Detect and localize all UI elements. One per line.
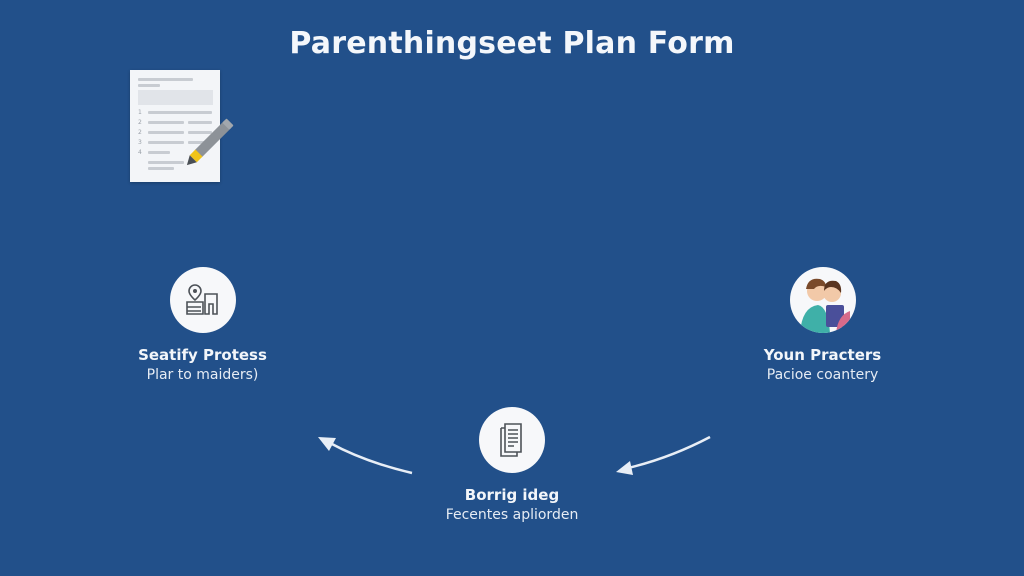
node-left-title: Seatify Protess <box>138 346 267 364</box>
parent-child-icon <box>789 267 856 333</box>
document-icon <box>479 407 545 473</box>
pencil-icon <box>186 118 234 166</box>
node-bottom: Borrig ideg Fecentes apliorden <box>427 407 597 523</box>
node-bottom-subtitle: Fecentes apliorden <box>445 507 579 523</box>
arrow-bottom-to-left <box>318 437 413 475</box>
form-document-icon: 1 2 2 3 4 <box>130 70 220 182</box>
node-left: Seatify Protess Plar to maiders) <box>115 267 290 383</box>
location-building-icon <box>169 267 236 333</box>
node-left-subtitle: Plar to maiders) <box>146 367 259 383</box>
arrow-right-to-bottom <box>616 435 711 475</box>
node-bottom-title: Borrig ideg <box>464 486 560 504</box>
node-right-title: Youn Practers <box>763 346 882 364</box>
page-title: Parenthingseet Plan Form <box>289 26 735 61</box>
node-right-subtitle: Pacioe coantery <box>766 367 879 383</box>
node-right: Youn Practers Pacioe coantery <box>745 267 900 383</box>
